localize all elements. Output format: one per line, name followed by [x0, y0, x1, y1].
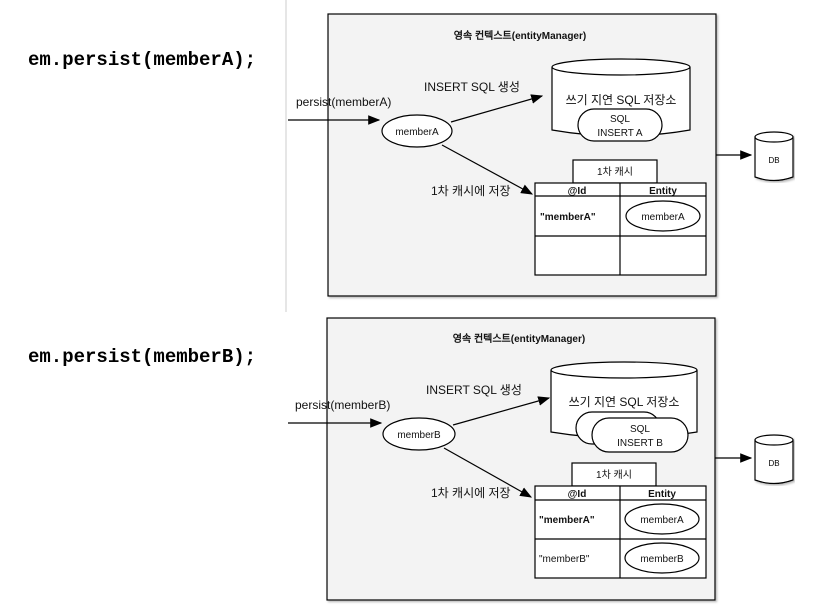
panel-member-a: em.persist(memberA); 영속 컨텍스트(entityManag…: [28, 13, 794, 297]
sql-item-line1: SQL: [630, 424, 650, 435]
db-cylinder: [754, 131, 794, 182]
sql-item-line1: SQL: [610, 114, 630, 125]
insert-label: INSERT SQL 생성: [424, 80, 520, 94]
cache-title: 1차 캐시: [596, 469, 632, 481]
db-cylinder: [754, 434, 794, 485]
cache-title: 1차 캐시: [597, 166, 633, 178]
code-persist-member-b: em.persist(memberB);: [28, 346, 256, 368]
column-id: @Id: [568, 489, 587, 500]
entity-label: memberA: [395, 127, 439, 138]
row-entity: memberA: [640, 515, 684, 526]
first-level-cache-table: 1차 캐시 @Id Entity "memberA" memberA: [534, 159, 707, 276]
context-title: 영속 컨텍스트(entityManager): [453, 332, 585, 345]
insert-arrow: [452, 396, 551, 426]
entity-node: [382, 417, 456, 451]
sql-item-line2: INSERT B: [617, 438, 663, 449]
sql-item-line2: INSERT A: [597, 128, 643, 139]
entity-label: memberB: [397, 430, 441, 441]
first-level-cache-table: 1차 캐시 @Id Entity "memberA" memberA "memb…: [534, 462, 707, 579]
context-title: 영속 컨텍스트(entityManager): [454, 29, 586, 42]
code-persist-member-a: em.persist(memberA);: [28, 49, 256, 71]
row-id: "memberA": [540, 212, 596, 223]
cache-save-label: 1차 캐시에 저장: [431, 184, 511, 198]
row-entity: memberB: [640, 554, 684, 565]
column-entity: Entity: [648, 489, 676, 500]
db-label: DB: [768, 156, 779, 165]
cache-arrow: [441, 144, 534, 195]
cache-arrow: [443, 447, 533, 498]
row-id: "memberB": [539, 554, 590, 565]
sql-item: [591, 417, 689, 453]
column-id: @Id: [568, 186, 587, 197]
db-label: DB: [768, 459, 779, 468]
persist-label: persist(memberA): [296, 95, 391, 109]
sql-item: [577, 108, 663, 142]
cache-save-label: 1차 캐시에 저장: [431, 486, 511, 500]
row-id: "memberA": [539, 515, 595, 526]
entity-node: [381, 114, 453, 148]
column-entity: Entity: [649, 186, 677, 197]
row-entity: memberA: [641, 212, 685, 223]
insert-arrow: [450, 94, 544, 123]
insert-label: INSERT SQL 생성: [426, 383, 522, 397]
persist-label: persist(memberB): [295, 398, 390, 412]
sql-store-label: 쓰기 지연 SQL 저장소: [569, 395, 680, 409]
panel-member-b: em.persist(memberB); 영속 컨텍스트(entityManag…: [28, 317, 794, 601]
sql-store-label: 쓰기 지연 SQL 저장소: [566, 93, 677, 107]
